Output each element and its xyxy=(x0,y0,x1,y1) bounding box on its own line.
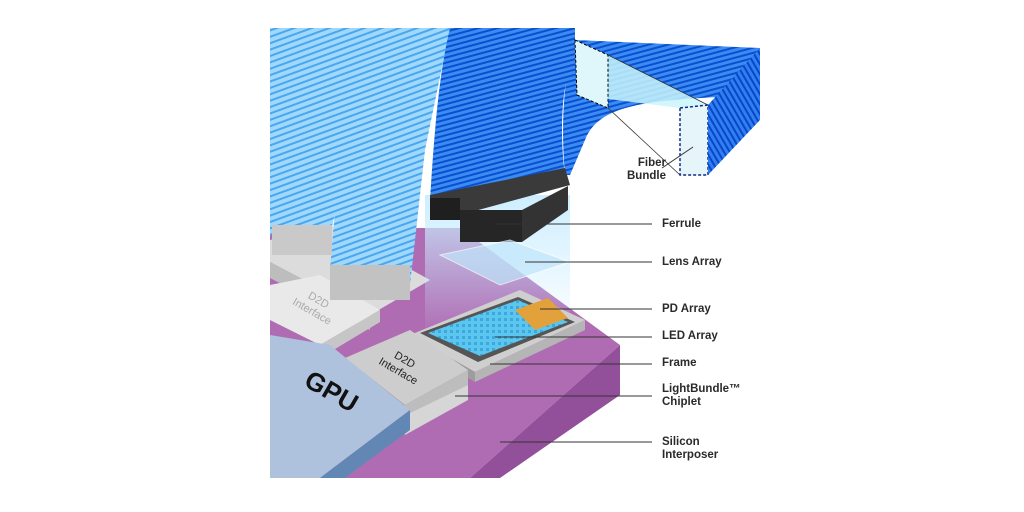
gpu-chip xyxy=(270,335,410,478)
label-lightbundle-chiplet: LightBundle™ Chiplet xyxy=(662,383,741,409)
fiber-bundle-callout xyxy=(574,39,760,176)
label-lightbundle-line1: LightBundle™ xyxy=(662,383,741,395)
label-silicon-line2: Interposer xyxy=(662,449,719,461)
label-led-array: LED Array xyxy=(662,330,718,342)
fiber-bundles-light xyxy=(270,28,450,300)
label-silicon-line1: Silicon xyxy=(662,436,700,448)
label-silicon-interposer: Silicon Interposer xyxy=(662,436,718,462)
label-fiber-bundle-line2: Bundle xyxy=(627,170,666,182)
label-fiber-bundle-line1: Fiber xyxy=(637,157,666,169)
label-ferrule: Ferrule xyxy=(662,218,701,230)
label-lens-array: Lens Array xyxy=(662,256,722,268)
leader-lines xyxy=(455,146,694,443)
label-lightbundle-line2: Chiplet xyxy=(662,396,701,408)
label-fiber-bundle: Fiber Bundle xyxy=(627,157,666,183)
label-pd-array: PD Array xyxy=(662,303,711,315)
label-frame: Frame xyxy=(662,357,697,369)
pd-array xyxy=(515,298,568,330)
ferrule xyxy=(430,168,570,242)
